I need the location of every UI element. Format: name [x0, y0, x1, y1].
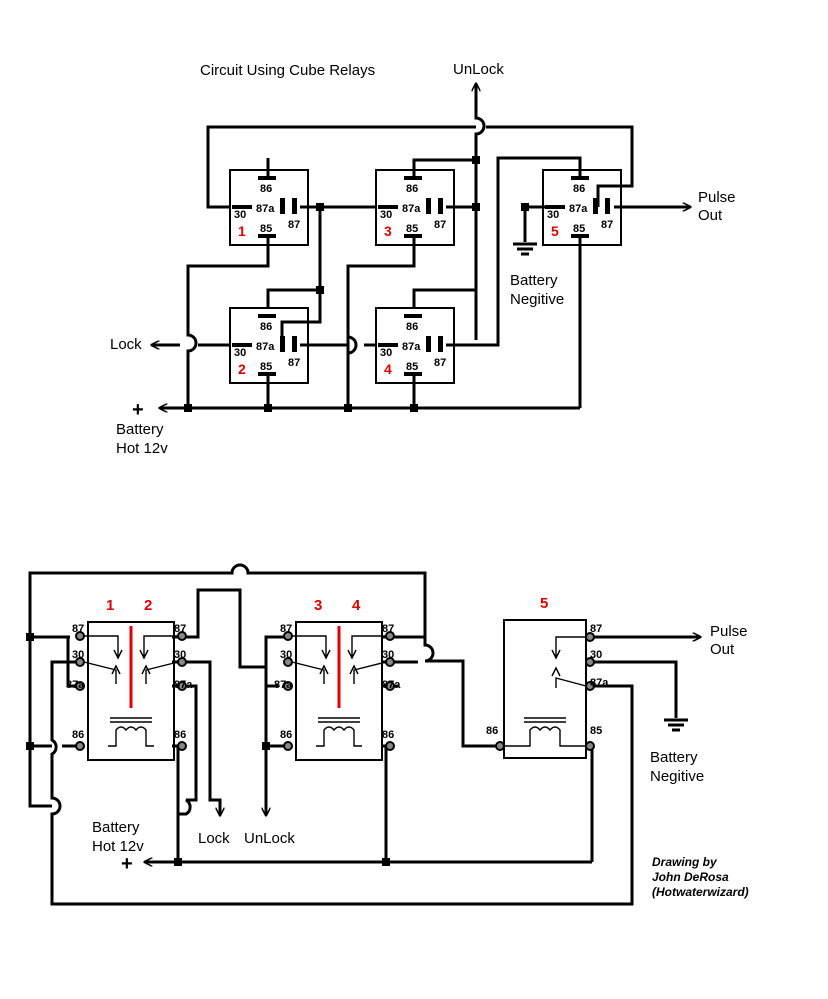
svg-text:87a: 87a — [382, 679, 401, 691]
svg-text:87: 87 — [590, 623, 602, 635]
bottom-pulse-label-1: Pulse — [710, 623, 748, 640]
bottom-relay-group-3-4: 87 30 87a 86 87 30 87a 86 3 4 — [274, 597, 401, 761]
svg-text:87: 87 — [434, 357, 446, 369]
relay-number-3: 3 — [384, 223, 392, 239]
top-plus-sign: + — [132, 399, 144, 421]
svg-text:87: 87 — [288, 219, 300, 231]
svg-text:85: 85 — [260, 361, 272, 373]
top-battery-hot-2: Hot 12v — [116, 440, 168, 457]
svg-text:87: 87 — [434, 219, 446, 231]
relay-number-2: 2 — [238, 361, 246, 377]
bottom-wiring — [26, 563, 700, 906]
top-lock-label: Lock — [110, 336, 142, 353]
svg-text:87: 87 — [382, 623, 394, 635]
svg-text:86: 86 — [573, 183, 585, 195]
svg-text:86: 86 — [260, 183, 272, 195]
svg-text:30: 30 — [380, 347, 392, 359]
svg-text:86: 86 — [406, 321, 418, 333]
bottom-relay-5: 87 30 87a 86 85 5 — [486, 595, 609, 759]
svg-text:87a: 87a — [274, 679, 293, 691]
top-pulse-label-2: Out — [698, 207, 723, 224]
svg-text:87a: 87a — [174, 679, 193, 691]
svg-text:85: 85 — [406, 361, 418, 373]
relay-number-1: 1 — [238, 223, 246, 239]
svg-text:87: 87 — [280, 623, 292, 635]
svg-text:87: 87 — [601, 219, 613, 231]
relay-number-5: 5 — [551, 223, 559, 239]
svg-text:30: 30 — [547, 209, 559, 221]
bottom-battery-hot-1: Battery — [92, 819, 140, 836]
svg-text:30: 30 — [234, 209, 246, 221]
svg-text:86: 86 — [280, 729, 292, 741]
top-battery-neg-1: Battery — [510, 272, 558, 289]
svg-text:30: 30 — [72, 649, 84, 661]
bottom-relay-number-4: 4 — [352, 597, 361, 614]
svg-text:87a: 87a — [256, 203, 275, 215]
svg-text:86: 86 — [72, 729, 84, 741]
credit-line-2: John DeRosa — [652, 870, 729, 884]
top-wiring — [152, 84, 690, 412]
bottom-plus-sign: + — [121, 853, 133, 875]
diagram-title: Circuit Using Cube Relays — [200, 62, 375, 79]
svg-text:86: 86 — [406, 183, 418, 195]
top-pulse-label-1: Pulse — [698, 189, 736, 206]
svg-text:30: 30 — [382, 649, 394, 661]
credit-line-3: (Hotwaterwizard) — [652, 885, 749, 899]
bottom-relay-group-1-2: 87 30 87a 86 87 30 87a 86 1 2 — [66, 597, 193, 761]
svg-text:87a: 87a — [569, 203, 588, 215]
bottom-relay-number-1: 1 — [106, 597, 114, 614]
svg-text:85: 85 — [406, 223, 418, 235]
bottom-battery-hot-2: Hot 12v — [92, 838, 144, 855]
relay-number-4: 4 — [384, 361, 392, 377]
bottom-battery-neg-2: Negitive — [650, 768, 704, 785]
bottom-lock-label: Lock — [198, 830, 230, 847]
svg-text:87a: 87a — [256, 341, 275, 353]
top-relay-2: 86 30 87a 87 85 2 — [229, 307, 309, 384]
bottom-pulse-label-2: Out — [710, 641, 735, 658]
bottom-relay-number-5: 5 — [540, 595, 548, 612]
svg-text:30: 30 — [380, 209, 392, 221]
svg-text:86: 86 — [382, 729, 394, 741]
svg-text:30: 30 — [280, 649, 292, 661]
top-relay-4: 86 30 87a 87 85 4 — [375, 307, 455, 384]
svg-text:87: 87 — [288, 357, 300, 369]
svg-text:87a: 87a — [402, 203, 421, 215]
svg-text:86: 86 — [260, 321, 272, 333]
svg-text:86: 86 — [174, 729, 186, 741]
top-relay-1: 86 30 87a 87 85 1 — [229, 169, 309, 246]
bottom-relay-number-3: 3 — [314, 597, 322, 614]
svg-text:30: 30 — [174, 649, 186, 661]
top-battery-neg-2: Negitive — [510, 291, 564, 308]
svg-text:30: 30 — [590, 649, 602, 661]
top-battery-hot-1: Battery — [116, 421, 164, 438]
credit-line-1: Drawing by — [652, 855, 718, 869]
svg-text:87: 87 — [174, 623, 186, 635]
top-relay-3: 86 30 87a 87 85 3 — [375, 169, 455, 246]
bottom-battery-neg-1: Battery — [650, 749, 698, 766]
svg-text:87a: 87a — [402, 341, 421, 353]
svg-text:87: 87 — [72, 623, 84, 635]
svg-text:85: 85 — [573, 223, 585, 235]
svg-text:86: 86 — [486, 725, 498, 737]
top-unlock-label: UnLock — [453, 61, 504, 78]
svg-text:30: 30 — [234, 347, 246, 359]
svg-text:87a: 87a — [66, 679, 85, 691]
bottom-unlock-label: UnLock — [244, 830, 295, 847]
svg-text:87a: 87a — [590, 677, 609, 689]
top-relay-5: 86 30 87a 87 85 5 — [542, 169, 622, 246]
bottom-relay-number-2: 2 — [144, 597, 152, 614]
svg-text:85: 85 — [260, 223, 272, 235]
svg-text:85: 85 — [590, 725, 602, 737]
